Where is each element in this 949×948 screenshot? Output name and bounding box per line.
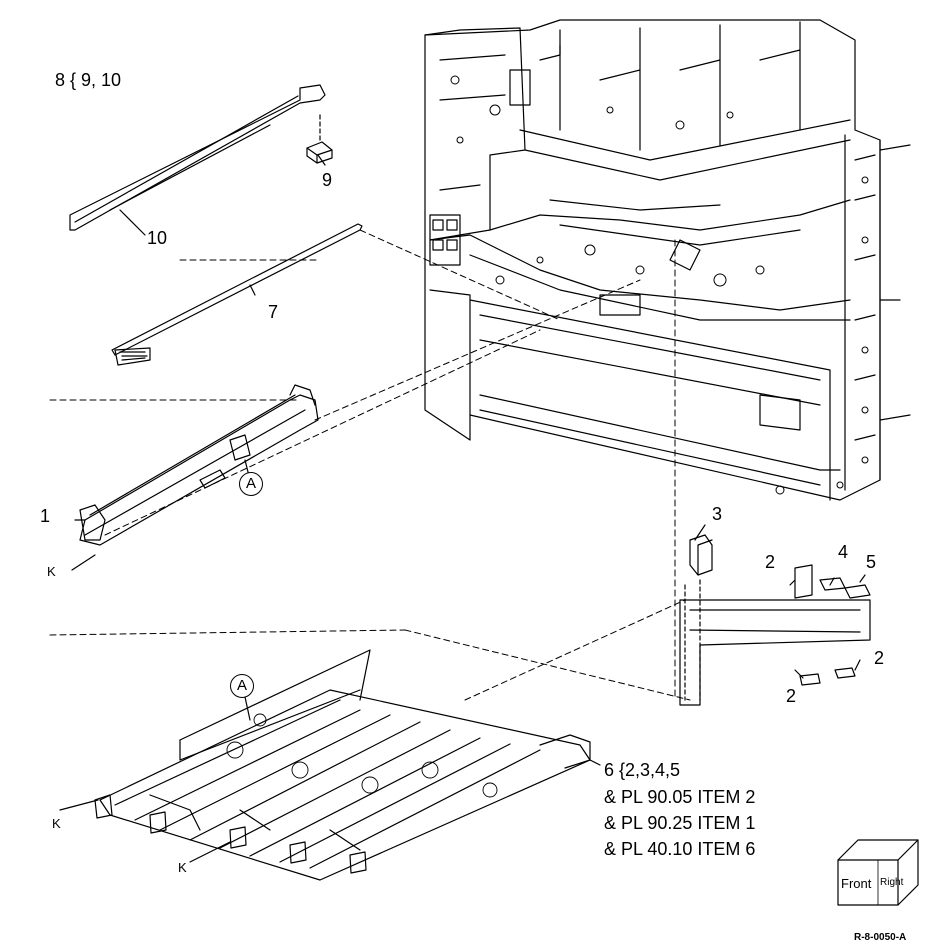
part-7-rod <box>111 223 363 366</box>
part-1-sensor-bar <box>79 384 319 546</box>
part-9-block <box>306 114 333 164</box>
label-part-4: 4 <box>838 542 849 562</box>
figure-id: R-8-0050-A <box>854 932 907 943</box>
callout-A-bottom: A <box>230 674 254 698</box>
label-part-9: 9 <box>322 170 333 190</box>
orientation-front-label: Front <box>841 876 872 891</box>
label-ref-line-3: & PL 40.10 ITEM 6 <box>604 839 756 859</box>
label-part-2-c: 2 <box>786 686 797 706</box>
label-ref-line-1: & PL 90.05 ITEM 2 <box>604 787 756 807</box>
callout-A-top: A <box>239 472 263 496</box>
orientation-right-label: Right <box>880 877 904 888</box>
label-part-2-a: 2 <box>765 552 776 572</box>
label-part-K-top: K <box>47 564 56 579</box>
label-part-7: 7 <box>268 302 279 322</box>
label-part-6-group: 6 {2,3,4,5 <box>604 760 681 780</box>
label-part-2-b: 2 <box>874 648 885 668</box>
label-part-8-group: 8 { 9, 10 <box>55 70 122 90</box>
label-part-5: 5 <box>866 552 877 572</box>
part-10-rail <box>69 84 326 231</box>
label-part-10: 10 <box>147 228 168 248</box>
label-part-K-bottom: K <box>178 860 187 875</box>
label-ref-line-2: & PL 90.25 ITEM 1 <box>604 813 756 833</box>
label-part-3: 3 <box>712 504 723 524</box>
harness-assembly <box>679 524 871 706</box>
part-6-tray-assembly <box>59 649 601 881</box>
label-part-K-mid: K <box>52 816 61 831</box>
label-part-1: 1 <box>40 506 51 526</box>
orientation-cube <box>837 839 919 906</box>
machine-frame <box>424 19 911 501</box>
